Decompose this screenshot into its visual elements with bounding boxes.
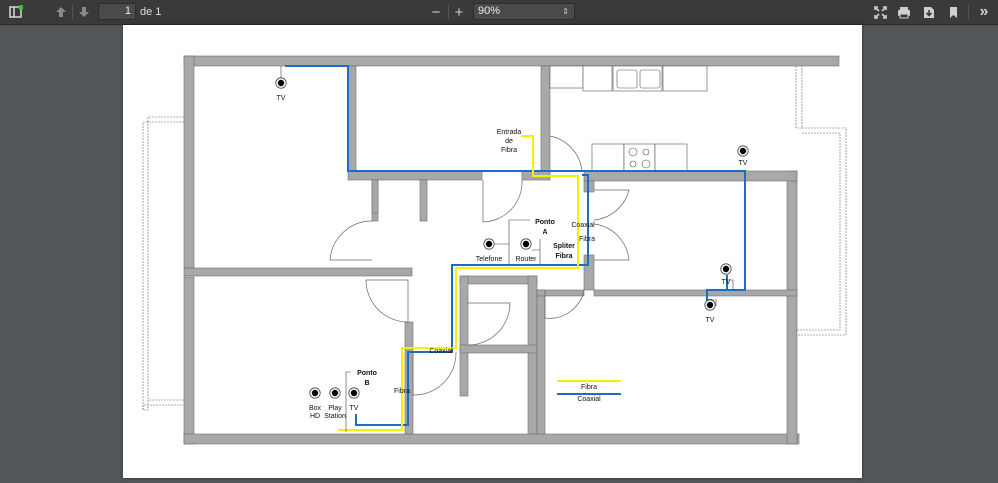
balcony-right [795,66,847,336]
bookmark-button[interactable] [945,2,961,22]
label-coaxial: Coaxial [429,348,453,355]
label-tv: TV [739,160,748,167]
separator [72,5,73,19]
label-play-station: Station [324,413,346,420]
device-leads [280,66,734,432]
label-tv: TV [350,405,359,412]
zoom-out-button[interactable]: − [431,3,441,21]
label-ponto-a: A [542,229,547,236]
pdf-toolbar: 1 de 1 − + 90% ⇕ » [0,0,998,25]
tv-outlet-icon [720,263,732,275]
print-button[interactable] [895,2,913,22]
print-icon [898,6,910,18]
label-fibra: Fibra [579,236,595,243]
pdf-page: TV TV TV TV Entrada de Fibra Ponto A Tel… [123,25,862,478]
zoom-select[interactable]: 90% ⇕ [473,3,575,20]
fullscreen-button[interactable] [871,2,889,22]
label-entrada: Fibra [501,147,517,154]
tv-outlet-icon [348,387,360,399]
download-button[interactable] [920,2,938,22]
label-fibra: Fibra [394,388,410,395]
select-arrows-icon: ⇕ [562,7,569,16]
router-outlet-icon [520,238,532,250]
tv-outlet-icon [737,145,749,157]
label-ponto-b: B [364,380,369,387]
legend: Fibra Coaxial [557,380,621,403]
sidebar-toggle-icon [9,5,23,18]
label-tv: TV [277,95,286,102]
kitchen-fixtures [549,65,708,172]
label-box-hd: Box [309,405,322,412]
arrow-up-icon [56,7,66,17]
playstation-outlet-icon [329,387,341,399]
telefone-outlet-icon [483,238,495,250]
separator [448,5,449,19]
boxhd-outlet-icon [309,387,321,399]
label-router: Router [515,256,537,263]
floor-plan: TV TV TV TV Entrada de Fibra Ponto A Tel… [142,55,847,445]
label-ponto-b: Ponto [357,370,377,377]
label-tv: TV [706,317,715,324]
zoom-in-button[interactable]: + [454,3,464,21]
label-spliter: Fibra [555,253,572,260]
label-tv: TV [722,279,731,286]
fibra-cable-runs [338,135,579,431]
next-page-button[interactable] [76,2,92,22]
tv-outlet-icon [704,299,716,311]
label-play-station: Play [328,405,342,412]
label-entrada: Entrada [497,129,522,136]
walls [183,55,840,445]
sidebar-toggle-button[interactable] [6,2,26,22]
zoom-value: 90% [478,5,501,17]
page-count: de 1 [140,6,162,18]
fullscreen-icon [873,5,887,19]
label-ponto-a: Ponto [535,219,555,226]
download-icon [924,6,934,18]
label-coaxial: Coaxial [571,222,595,229]
legend-coaxial-label: Coaxial [577,396,601,403]
doors [329,135,630,396]
label-box-hd: HD [310,413,320,420]
chevrons-right-icon: » [979,3,989,20]
more-tools-button[interactable]: » [975,2,993,22]
separator [968,5,969,19]
label-entrada: de [505,138,513,145]
arrow-down-icon [79,7,89,17]
coaxial-cable-runs [285,65,746,426]
label-telefone: Telefone [476,256,503,263]
page-number-input[interactable]: 1 [98,3,136,20]
label-spliter: Spliter [553,243,575,250]
balcony-left [142,116,184,411]
tv-outlet-icon [275,77,287,89]
legend-fibra-label: Fibra [581,384,597,391]
bookmark-icon [949,6,957,18]
previous-page-button[interactable] [53,2,69,22]
